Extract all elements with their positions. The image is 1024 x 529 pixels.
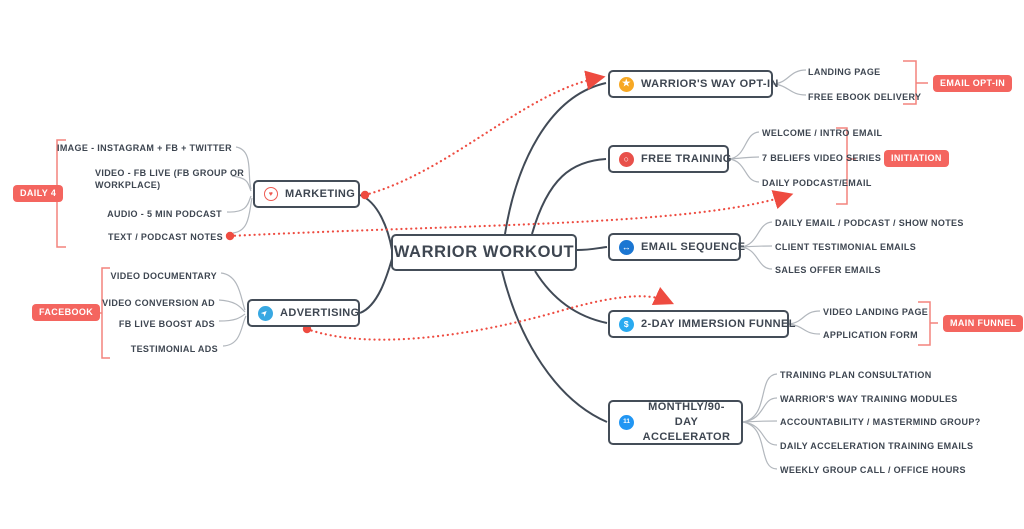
leaf-connectors	[218, 69, 821, 470]
leaf-item[interactable]: SALES OFFER EMAILS	[775, 265, 881, 275]
node-email-sequence[interactable]: ↔ EMAIL SEQUENCE	[608, 233, 745, 261]
leaf-item[interactable]: VIDEO LANDING PAGE	[823, 307, 929, 317]
node-monthly-90day-accelerator[interactable]: 11 MONTHLY/90-DAY ACCELERATOR	[608, 400, 743, 445]
leaf-item[interactable]: DAILY EMAIL / PODCAST / SHOW NOTES	[775, 218, 964, 228]
node-2day-immersion-funnel[interactable]: $ 2-DAY IMMERSION FUNNEL	[608, 310, 795, 338]
leaf-item[interactable]: ACCOUNTABILITY / MASTERMIND GROUP?	[780, 417, 981, 427]
node-free-training[interactable]: ○ FREE TRAINING	[608, 145, 732, 173]
star-icon: ★	[619, 76, 634, 92]
node-marketing[interactable]: ♥ MARKETING	[253, 180, 360, 208]
leaf-item[interactable]: 7 BELIEFS VIDEO SERIES	[762, 153, 882, 163]
badge-daily4[interactable]: DAILY 4	[13, 185, 64, 202]
arrows-icon: ↔	[619, 239, 634, 255]
leaf-item[interactable]: CLIENT TESTIMONIAL EMAILS	[775, 242, 917, 252]
branch-root-optin	[504, 82, 607, 235]
badge-initiation[interactable]: INITIATION	[884, 150, 949, 167]
leaf-item[interactable]: WELCOME / INTRO EMAIL	[762, 128, 883, 138]
arrow-marketing-to-optin	[363, 70, 606, 197]
leaf-item[interactable]: VIDEO DOCUMENTARY	[110, 271, 217, 281]
calendar-icon: 11	[619, 415, 634, 430]
leaf-item[interactable]: APPLICATION FORM	[823, 330, 918, 340]
badge-email-optin[interactable]: EMAIL OPT-IN	[933, 75, 1013, 92]
lifebuoy-icon: ○	[619, 151, 634, 167]
root-node-warrior-workout[interactable]: WARRIOR WORKOUT	[391, 234, 577, 271]
branch-root-advertising	[359, 258, 393, 314]
bracket-email-optin	[903, 60, 928, 105]
leaf-item[interactable]: TEXT / PODCAST NOTES	[107, 232, 223, 242]
leaf-item[interactable]: VIDEO - FB LIVE (FB GROUP OR WORKPLACE)	[95, 168, 245, 190]
leaf-item[interactable]: WARRIOR'S WAY TRAINING MODULES	[780, 394, 958, 404]
leaf-item[interactable]: LANDING PAGE	[808, 67, 881, 77]
arrow-advertising-to-funnel	[305, 286, 675, 341]
node-training-label: FREE TRAINING	[641, 153, 732, 165]
branch-curves	[359, 82, 608, 423]
leaf-item[interactable]: AUDIO - 5 MIN PODCAST	[107, 209, 222, 219]
leaf-item[interactable]: TRAINING PLAN CONSULTATION	[780, 370, 932, 380]
heart-icon: ♥	[264, 187, 278, 201]
bracket-initiation	[836, 127, 856, 205]
node-sequence-label: EMAIL SEQUENCE	[641, 241, 746, 253]
badge-facebook[interactable]: FACEBOOK	[32, 304, 101, 321]
node-advertising-label: ADVERTISING	[280, 307, 360, 319]
dollar-icon: $	[619, 316, 634, 332]
leaf-item[interactable]: IMAGE - INSTAGRAM + FB + TWITTER	[56, 143, 232, 153]
arrow-podcastnotes-to-dailypodcast	[228, 190, 794, 238]
node-marketing-label: MARKETING	[285, 188, 356, 200]
leaf-item[interactable]: TESTIMONIAL ADS	[130, 344, 218, 354]
node-advertising[interactable]: ➤ ADVERTISING	[247, 299, 360, 327]
leaf-item[interactable]: FB LIVE BOOST ADS	[118, 319, 215, 329]
branch-root-funnel	[534, 270, 608, 324]
leaf-item[interactable]: VIDEO CONVERSION AD	[102, 298, 215, 308]
paper-plane-icon: ➤	[258, 305, 273, 321]
badge-main-funnel[interactable]: MAIN FUNNEL	[943, 315, 1024, 332]
leaf-item[interactable]: WEEKLY GROUP CALL / OFFICE HOURS	[780, 465, 966, 475]
node-warriors-way-optin[interactable]: ★ WARRIOR'S WAY OPT-IN	[608, 70, 778, 98]
branch-root-accelerator	[501, 270, 608, 423]
root-node-label: WARRIOR WORKOUT	[393, 243, 575, 261]
branch-root-training	[531, 158, 607, 235]
leaf-item[interactable]: FREE EBOOK DELIVERY	[808, 92, 922, 102]
node-funnel-label: 2-DAY IMMERSION FUNNEL	[641, 318, 796, 330]
branch-root-marketing	[359, 194, 393, 251]
node-optin-label: WARRIOR'S WAY OPT-IN	[641, 78, 779, 90]
leaf-item[interactable]: DAILY ACCELERATION TRAINING EMAILS	[780, 441, 974, 451]
bracket-main-funnel	[918, 301, 938, 346]
node-accelerator-label: MONTHLY/90-DAY ACCELERATOR	[642, 401, 731, 443]
relation-arrows	[228, 70, 794, 341]
branch-root-sequence	[576, 246, 608, 251]
leaf-item[interactable]: DAILY PODCAST/EMAIL	[762, 178, 872, 188]
